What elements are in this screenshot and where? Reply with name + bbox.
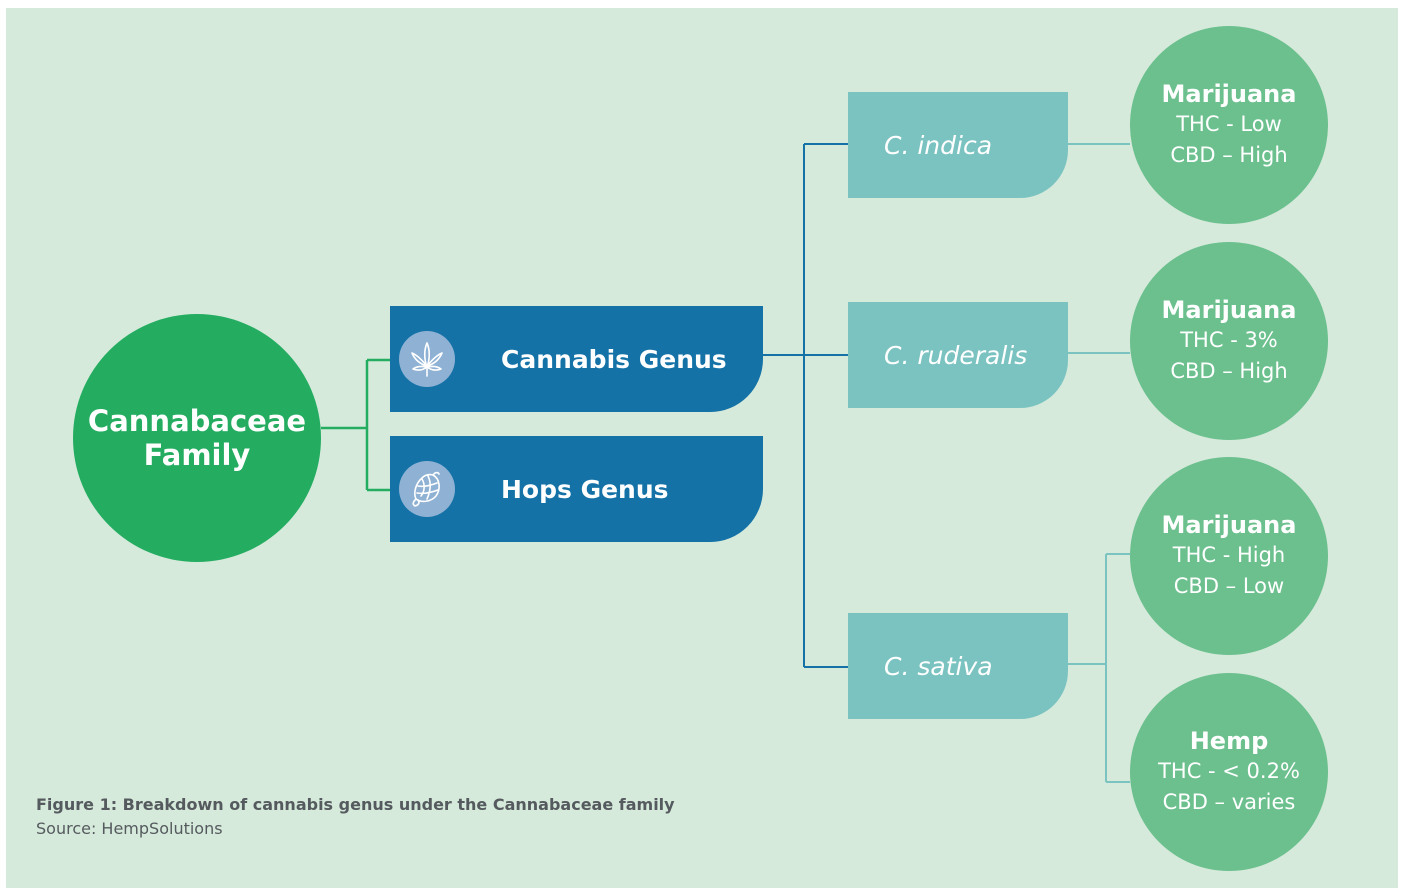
- result-indica-marijuana: Marijuana THC - Low CBD – High: [1130, 26, 1328, 224]
- species-indica-label: C. indica: [884, 130, 993, 160]
- cannabis-genus-node: Cannabis Genus: [390, 306, 763, 412]
- caption-source: Source: HempSolutions: [36, 819, 223, 838]
- hop-cone-icon: [399, 461, 455, 517]
- cannabaceae-family-node: Cannabaceae Family: [73, 314, 321, 562]
- result-title: Marijuana: [1161, 296, 1297, 324]
- result-cbd: CBD – High: [1170, 359, 1288, 383]
- diagram-canvas: Cannabaceae Family Cannabis Genus: [6, 8, 1398, 888]
- result-cbd: CBD – Low: [1173, 574, 1285, 598]
- result-cbd: CBD – varies: [1162, 790, 1296, 814]
- result-title: Marijuana: [1161, 511, 1297, 539]
- result-thc: THC - < 0.2%: [1158, 759, 1300, 783]
- genus-connector: [763, 143, 848, 668]
- species-sativa-label: C. sativa: [884, 651, 993, 681]
- hops-genus-node: Hops Genus: [390, 436, 763, 542]
- result-sativa-marijuana: Marijuana THC - High CBD – Low: [1130, 457, 1328, 655]
- family-connector: [321, 358, 390, 492]
- figure-caption: Figure 1: Breakdown of cannabis genus un…: [36, 793, 675, 841]
- result-title: Hemp: [1189, 727, 1269, 755]
- caption-title: Figure 1: Breakdown of cannabis genus un…: [36, 795, 675, 814]
- result-thc: THC - Low: [1176, 112, 1282, 136]
- species-sativa-node: C. sativa: [848, 613, 1068, 719]
- cannabis-genus-label: Cannabis Genus: [501, 344, 727, 374]
- species-ruderalis-label: C. ruderalis: [884, 340, 1028, 370]
- hops-genus-label: Hops Genus: [501, 474, 669, 504]
- species-indica-node: C. indica: [848, 92, 1068, 198]
- species-connector: [1068, 143, 1130, 783]
- result-thc: THC - High: [1172, 543, 1286, 567]
- result-title: Marijuana: [1161, 80, 1297, 108]
- species-ruderalis-node: C. ruderalis: [848, 302, 1068, 408]
- result-thc: THC - 3%: [1180, 328, 1278, 352]
- result-ruderalis-marijuana: Marijuana THC - 3% CBD – High: [1130, 242, 1328, 440]
- result-sativa-hemp: Hemp THC - < 0.2% CBD – varies: [1130, 673, 1328, 871]
- result-cbd: CBD – High: [1170, 143, 1288, 167]
- cannabis-leaf-icon: [399, 331, 455, 387]
- connector-lines: [321, 143, 1130, 783]
